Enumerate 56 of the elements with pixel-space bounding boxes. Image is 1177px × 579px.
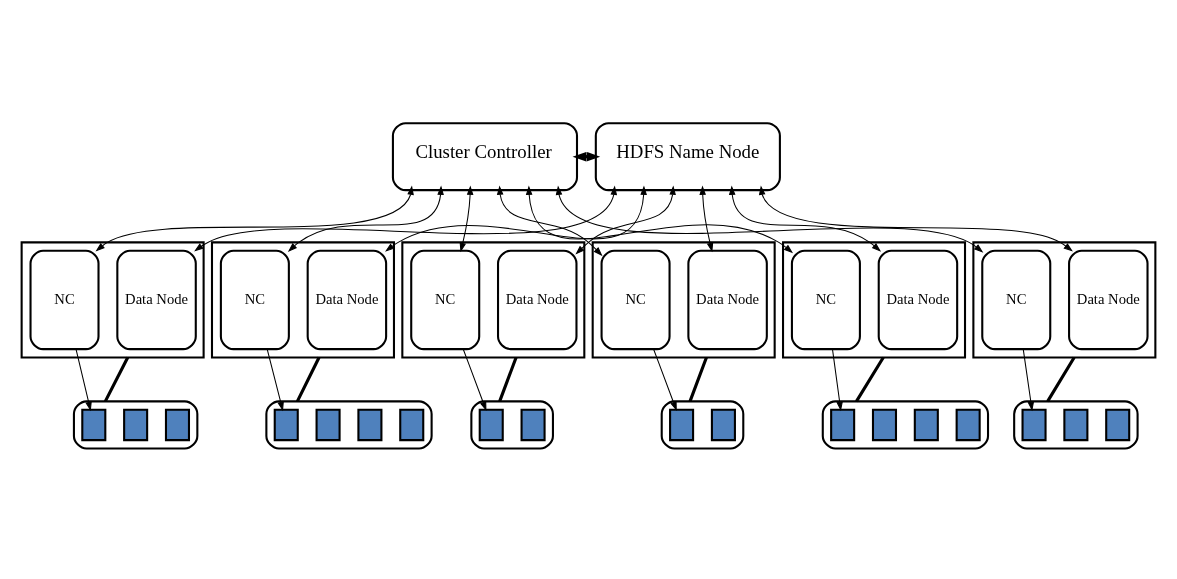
node-box: Data Node — [306, 249, 388, 350]
arrow — [385, 184, 647, 252]
node-box — [830, 408, 856, 441]
node-box — [399, 408, 425, 441]
node-box: Data Node — [687, 249, 768, 350]
node-box: Cluster Controller — [391, 121, 579, 191]
node-box: Data Node — [116, 249, 197, 350]
node-box — [164, 408, 191, 441]
node-box — [273, 408, 299, 441]
arrow — [266, 348, 284, 411]
connector — [1046, 356, 1076, 402]
connector — [498, 356, 518, 402]
node-box — [710, 408, 736, 441]
arrow — [831, 348, 843, 411]
node-box: NC — [29, 249, 100, 350]
node-box — [123, 408, 149, 441]
node-box — [357, 408, 383, 441]
arrow — [194, 184, 618, 252]
arrow — [699, 184, 714, 252]
connector — [688, 356, 708, 402]
node-box — [871, 408, 898, 441]
node-box — [1021, 408, 1047, 441]
node-box — [478, 408, 504, 441]
node-box: Data Node — [1068, 249, 1149, 350]
node-box: HDFS Name Node — [594, 121, 781, 191]
arrow — [459, 184, 474, 252]
node-box — [315, 408, 341, 441]
connector — [295, 356, 321, 402]
node-box: NC — [219, 249, 290, 350]
node-box — [1105, 408, 1131, 441]
arrow — [758, 184, 1073, 252]
node-box: Data Node — [497, 249, 578, 350]
arrow — [575, 184, 676, 255]
arrow — [728, 184, 882, 252]
arrow — [95, 184, 414, 252]
node-box — [81, 408, 107, 441]
node-box — [1063, 408, 1089, 441]
arrow — [1022, 348, 1035, 411]
node-box: NC — [410, 249, 481, 350]
node-box — [520, 408, 546, 441]
connector — [103, 356, 130, 402]
arrow — [287, 184, 444, 252]
node-box: NC — [981, 249, 1052, 350]
arrow — [496, 184, 603, 256]
arrow — [462, 348, 487, 411]
node-box — [913, 408, 939, 441]
node-box: NC — [790, 249, 861, 350]
arrow — [525, 184, 794, 253]
connector — [855, 356, 885, 402]
arrow — [555, 184, 984, 253]
node-box — [955, 408, 981, 441]
arrow — [75, 348, 92, 411]
arrow — [653, 348, 677, 411]
node-box — [669, 408, 695, 441]
node-box: NC — [600, 249, 671, 350]
node-box: Data Node — [877, 249, 959, 350]
